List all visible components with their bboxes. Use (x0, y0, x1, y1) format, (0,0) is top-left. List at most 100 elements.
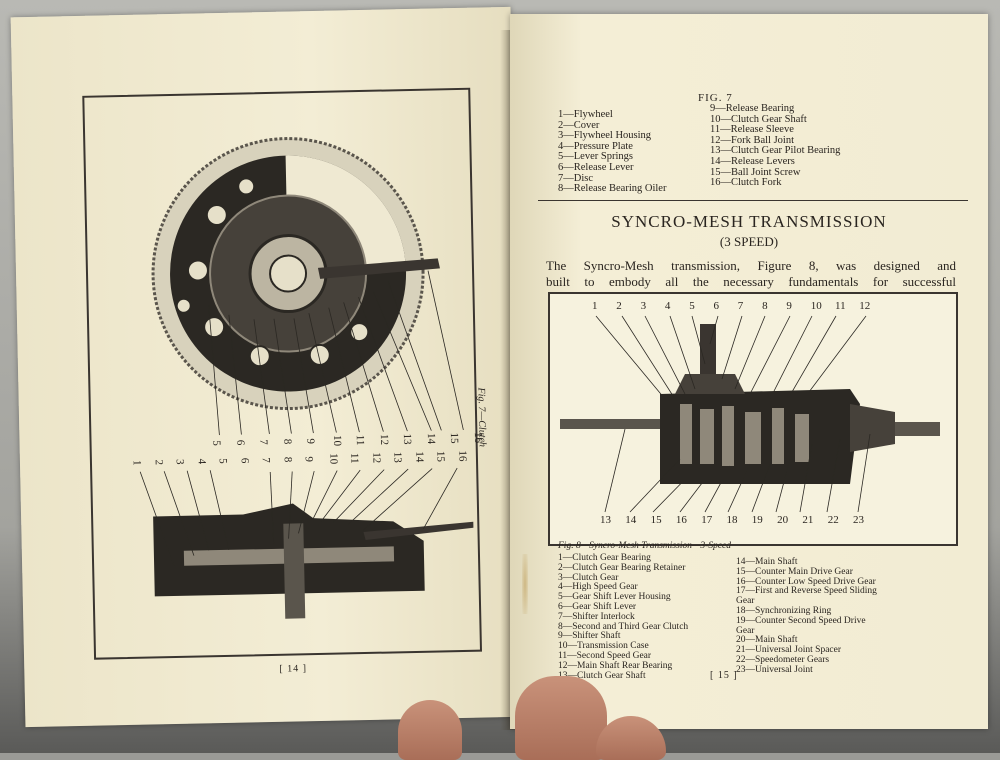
callout-number: 4 (664, 300, 671, 312)
callout-number: 23 (853, 514, 864, 526)
legend-item: 21—Universal Joint Spacer (736, 645, 842, 656)
callout-number: 12 (377, 433, 390, 446)
callout-number: 6 (713, 300, 720, 312)
callout-number: 9 (786, 300, 792, 312)
callout-number: 14 (412, 451, 426, 463)
legend-item: 15—Counter Main Drive Gear (736, 566, 853, 577)
callout-number: 4 (195, 458, 208, 465)
callout-number: 19 (751, 514, 763, 526)
page-stain (522, 554, 528, 614)
clutch-illustration (139, 137, 474, 619)
shift-housing (675, 374, 745, 394)
callout-number: 15 (447, 432, 461, 444)
legend-item: 2—Cover (558, 119, 600, 131)
callout-number: 2 (616, 300, 622, 312)
callout-number: 10 (330, 434, 343, 447)
hub (269, 254, 308, 293)
legend-item: 17—First and Reverse Speed Sliding (736, 586, 877, 597)
callout-number: 21 (802, 514, 814, 526)
legend-item: 8—Second and Third Gear Clutch (558, 621, 689, 632)
legend-item: 7—Disc (558, 172, 593, 184)
legend-item: Gear (736, 596, 755, 607)
callout-number: 8 (762, 300, 768, 312)
legend-item: 10—Transmission Case (558, 641, 649, 652)
legend-item: 19—Counter Second Speed Drive (736, 615, 866, 626)
legend-item: 23—Universal Joint (736, 664, 813, 675)
callout-number: 5 (689, 300, 695, 312)
callout-number: 12 (859, 300, 871, 312)
callout-number: 2 (152, 459, 165, 466)
fig7-label: FIG. 7 (698, 92, 733, 104)
callout-number: 14 (625, 514, 637, 526)
fork-lever (363, 521, 474, 540)
legend-item: 13—Clutch Gear Shaft (558, 670, 646, 681)
cover-holes (175, 177, 370, 368)
callout-number: 1 (592, 300, 598, 312)
callout-number: 13 (391, 451, 404, 463)
fig8-callout-lines (595, 315, 871, 513)
section-subtitle: (3 SPEED) (719, 234, 779, 249)
callout-number: 10 (326, 453, 340, 465)
legend-item: 15—Ball Joint Screw (710, 166, 801, 178)
callout-number: 15 (650, 514, 662, 526)
transmission-illustration (560, 315, 940, 513)
legend-item: 12—Fork Ball Joint (710, 134, 795, 146)
callout-number: 6 (238, 457, 251, 464)
input-shaft (560, 419, 670, 429)
legend-item: 14—Release Levers (710, 155, 795, 167)
legend-item: 18—Synchronizing Ring (736, 605, 832, 616)
callout-number: 20 (777, 514, 789, 526)
callout-number: 16 (675, 514, 687, 526)
callout-number: 17 (701, 514, 713, 526)
callout-number: 15 (434, 450, 447, 463)
legend-item: 22—Speedometer Gears (736, 654, 830, 665)
callout-number: 11 (835, 300, 846, 312)
legend-item: 5—Gear Shift Lever Housing (558, 592, 671, 603)
callout-number: 9 (302, 456, 315, 463)
callout-number: 1 (130, 459, 143, 466)
legend-item: 11—Release Sleeve (710, 124, 794, 136)
legend-item: 1—Flywheel (558, 109, 613, 120)
legend-item: 3—Clutch Gear (558, 572, 619, 583)
section-title: SYNCRO-MESH TRANSMISSION (611, 212, 887, 231)
legend-item: 12—Main Shaft Rear Bearing (558, 660, 673, 671)
legend-item: 4—High Speed Gear (558, 582, 638, 593)
legend-item: 9—Release Bearing (710, 103, 795, 114)
callout-number: 13 (600, 514, 611, 526)
callout-lines (208, 270, 464, 436)
legend-item: 11—Second Speed Gear (558, 650, 652, 661)
fig7-side-caption: Fig. 7—Clutch (475, 387, 488, 448)
section-divider (538, 200, 968, 201)
callout-number: 6 (233, 439, 246, 446)
fig8-caption: Fig. 8—Syncro-Mesh Transmission—3-Speed (558, 541, 732, 551)
legend-item: 4—Pressure Plate (558, 140, 633, 152)
callout-number: 16 (455, 450, 469, 462)
legend-item: 3—Flywheel Housing (558, 130, 652, 142)
legend-item: 7—Shifter Interlock (558, 611, 635, 622)
finger-index (515, 676, 607, 760)
callout-number: 3 (173, 458, 186, 465)
callout-number: 8 (281, 456, 294, 463)
callout-number: 5 (210, 440, 223, 446)
callout-number: 5 (216, 458, 229, 464)
shaft-center (283, 523, 306, 619)
callout-number: 11 (348, 452, 361, 464)
finger-thumb (398, 700, 462, 760)
gear-teeth (680, 404, 809, 466)
callout-number: 12 (369, 452, 383, 464)
legend-item: Gear (736, 625, 755, 636)
legend-item: 6—Gear Shift Lever (558, 601, 637, 612)
body-text-line-2: built to embody all the necessary fundam… (546, 274, 956, 289)
callout-number: 3 (640, 300, 647, 312)
legend-item: 9—Shifter Shaft (558, 631, 621, 642)
callout-number: 9 (304, 438, 317, 445)
legend-item: 5—Lever Springs (558, 151, 633, 163)
release-fork-arm (317, 258, 440, 279)
callout-number: 13 (400, 433, 414, 445)
callout-number: 22 (827, 514, 839, 526)
